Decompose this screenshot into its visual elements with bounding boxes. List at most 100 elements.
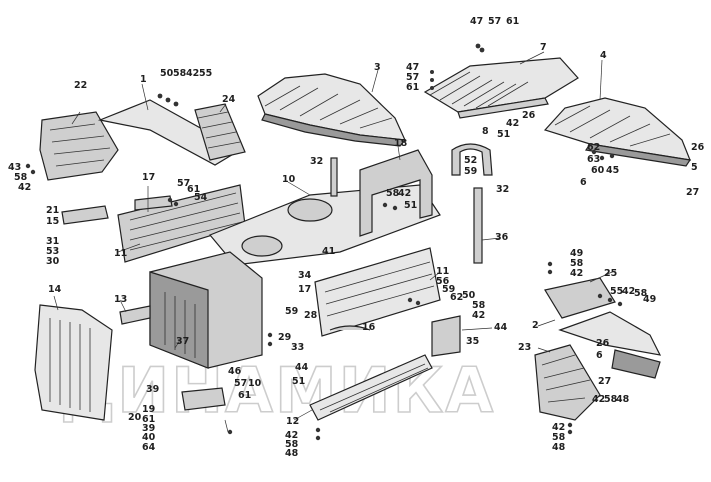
callout-label: 58 [472,300,486,311]
callout-label: 41 [322,246,335,257]
callout-label: 30 [46,256,60,267]
callout-label: 2 [532,320,539,331]
callout-label: 49 [570,248,583,259]
callout-label: 62 [450,292,463,303]
callout-label: 19 [142,404,155,415]
callout-label: 55 [199,68,212,79]
callout-label: 34 [298,270,312,281]
callout-label: 42 [398,188,411,199]
callout-label: 32 [496,184,509,195]
callout-label: 5 [691,162,698,173]
callout-label: 42 [472,310,485,321]
callout-label: 58 [386,188,400,199]
callout-label: 14 [48,284,62,295]
callout-label: 52 [464,155,477,166]
footboard-12 [309,354,433,421]
callout-label: 58 [552,432,566,443]
callout-label: 29 [278,332,291,343]
callout-label: 12 [286,416,299,427]
callout-label: 27 [598,376,611,387]
callout-label: 28 [304,310,318,321]
callout-label: 63 [587,154,600,165]
callout-label: 44 [295,362,309,373]
callout-label: 16 [362,322,376,333]
callout-label: 10 [282,174,296,185]
callout-labels: 47 57 61 7 47 57 61 3 4 22 1 50 58 42 55… [8,16,705,459]
callout-label: 18 [394,138,408,149]
callout-label: 48 [552,442,566,453]
callout-label: 42 [506,118,519,129]
callout-label: 1 [140,74,147,85]
callout-label: 20 [128,412,142,423]
callout-label: 59 [464,166,477,177]
callout-label: 21 [46,205,59,216]
callout-label: 36 [495,232,509,243]
callout-label: 61 [506,16,519,27]
callout-label: 47 [470,16,483,27]
callout-label: 51 [404,200,417,211]
callout-label: 46 [228,366,242,377]
callout-label: 57 [406,72,419,83]
callout-label: 56 [436,276,450,287]
callout-label: 26 [596,338,610,349]
callout-label: 58 [634,288,648,299]
callout-label: 39 [146,384,159,395]
fender-bracket-1 [97,99,246,166]
front-grille-14 [34,304,113,421]
leader-lines [53,51,613,433]
engine-cover-37 [149,251,263,369]
callout-label: 37 [176,336,189,347]
callout-label: 50 [160,68,174,79]
rear-fender-parts [534,277,662,421]
callout-label: 42 [18,182,31,193]
strips-and-rods [61,143,493,411]
callout-label: 45 [606,165,619,176]
callout-label: 31 [46,236,59,247]
callout-label: 59 [442,284,455,295]
callout-label: 24 [222,94,236,105]
callout-label: 25 [604,268,617,279]
callout-label: 13 [114,294,127,305]
callout-label: 57 [177,178,190,189]
callout-label: 26 [691,142,705,153]
fasteners [25,43,623,441]
callout-label: 7 [540,42,547,53]
callout-label: 32 [310,156,323,167]
callout-label: 64 [142,442,156,453]
callout-label: 15 [46,216,59,227]
callout-label: 42 [552,422,565,433]
callout-label: 40 [142,432,156,443]
callout-label: 8 [482,126,489,137]
callout-label: 57 [234,378,247,389]
callout-label: 54 [194,192,208,203]
callout-label: 11 [436,266,449,277]
callout-label: 42 [622,286,635,297]
callout-label: 35 [466,336,479,347]
callout-label: 47 [406,62,419,73]
callout-label: 51 [292,376,305,387]
callout-label: 26 [522,110,536,121]
callout-label: 57 [488,16,501,27]
callout-label: 61 [406,82,419,93]
callout-label: 59 [285,306,298,317]
callout-label: 43 [8,162,21,173]
fender-3 [257,73,407,147]
callout-label: 61 [142,414,155,425]
callout-label: 61 [187,184,200,195]
callout-label: 50 [462,290,476,301]
callout-label: 27 [686,187,699,198]
callout-label: 42 [285,430,298,441]
callout-label: 55 [610,286,623,297]
callout-label: 49 [643,294,656,305]
callout-label: 33 [291,342,304,353]
side-panel-22 [39,111,119,181]
callout-label: 44 [494,322,508,333]
callout-label: 42 [570,268,583,279]
callout-label: 48 [616,394,630,405]
callout-label: 58 [285,439,299,450]
callout-label: 42 [592,394,605,405]
callout-label: 10 [248,378,262,389]
top-cover-panel [423,57,579,119]
